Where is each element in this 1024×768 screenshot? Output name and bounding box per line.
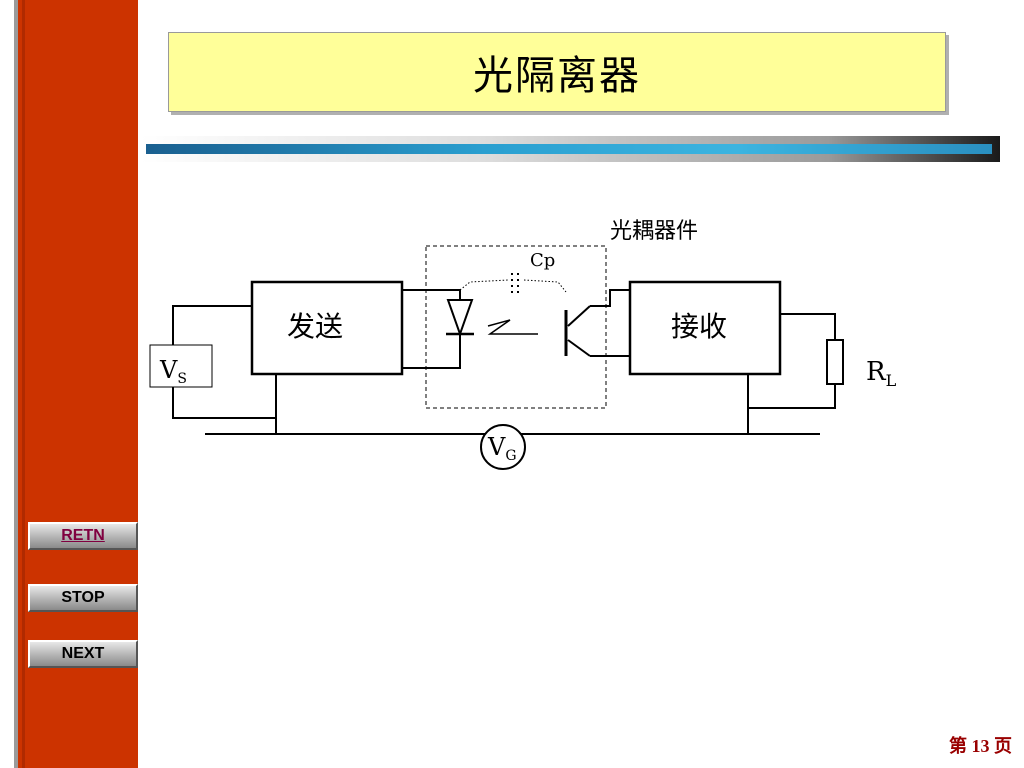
vg-sub: G xyxy=(505,448,516,464)
page-number: 第 13 页 xyxy=(949,732,1012,758)
coupler-label: 光耦器件 xyxy=(610,219,698,244)
rl-label: RL xyxy=(866,357,897,390)
page-number-value: 13 xyxy=(971,736,990,756)
rl-wire-top xyxy=(780,313,836,340)
receiver-box xyxy=(628,280,782,376)
vs-wire-top xyxy=(172,305,252,345)
stop-label: STOP xyxy=(61,589,105,606)
vg-label: VG xyxy=(487,433,517,464)
next-label: NEXT xyxy=(61,645,105,662)
retn-label: RETN xyxy=(61,527,105,544)
page-title: 光隔离器 xyxy=(473,53,641,99)
led-diode-triangle xyxy=(446,299,474,338)
receiver-label: 接收 xyxy=(671,310,727,343)
sender-box xyxy=(250,280,404,376)
stop-button[interactable]: STOP xyxy=(28,584,138,612)
vs-sub: S xyxy=(177,371,187,387)
sidebar-edge xyxy=(22,0,25,768)
header-bar xyxy=(146,144,992,154)
rl-main: R xyxy=(866,357,887,387)
vs-main: V xyxy=(159,356,178,384)
transistor-collector xyxy=(567,305,591,327)
vs-label: VS xyxy=(159,356,187,387)
led-wire-top xyxy=(402,289,461,300)
vs-wire-bottom xyxy=(172,387,276,419)
sidebar-shadow xyxy=(14,0,18,768)
vs-source-box xyxy=(149,344,213,388)
rl-sub: L xyxy=(886,371,897,390)
title-box: 光隔离器 xyxy=(168,32,946,112)
coupler-outline xyxy=(425,245,607,409)
vg-main: V xyxy=(487,433,506,461)
cp-dotted-left xyxy=(459,279,509,291)
page-suffix: 页 xyxy=(994,736,1012,756)
rl-resistor xyxy=(826,339,844,385)
transistor-emitter xyxy=(567,339,591,357)
cp-label: Cp xyxy=(530,250,555,271)
sender-label: 发送 xyxy=(287,310,343,343)
vg-source-circle xyxy=(480,424,526,470)
retn-button[interactable]: RETN xyxy=(28,522,138,550)
light-arrow xyxy=(487,319,538,335)
transistor-wire-top xyxy=(590,289,630,307)
page-prefix: 第 xyxy=(949,736,967,756)
cp-dotted-right xyxy=(523,279,567,293)
led-wire-bottom xyxy=(402,334,461,369)
rl-wire-bottom xyxy=(748,384,836,409)
next-button[interactable]: NEXT xyxy=(28,640,138,668)
